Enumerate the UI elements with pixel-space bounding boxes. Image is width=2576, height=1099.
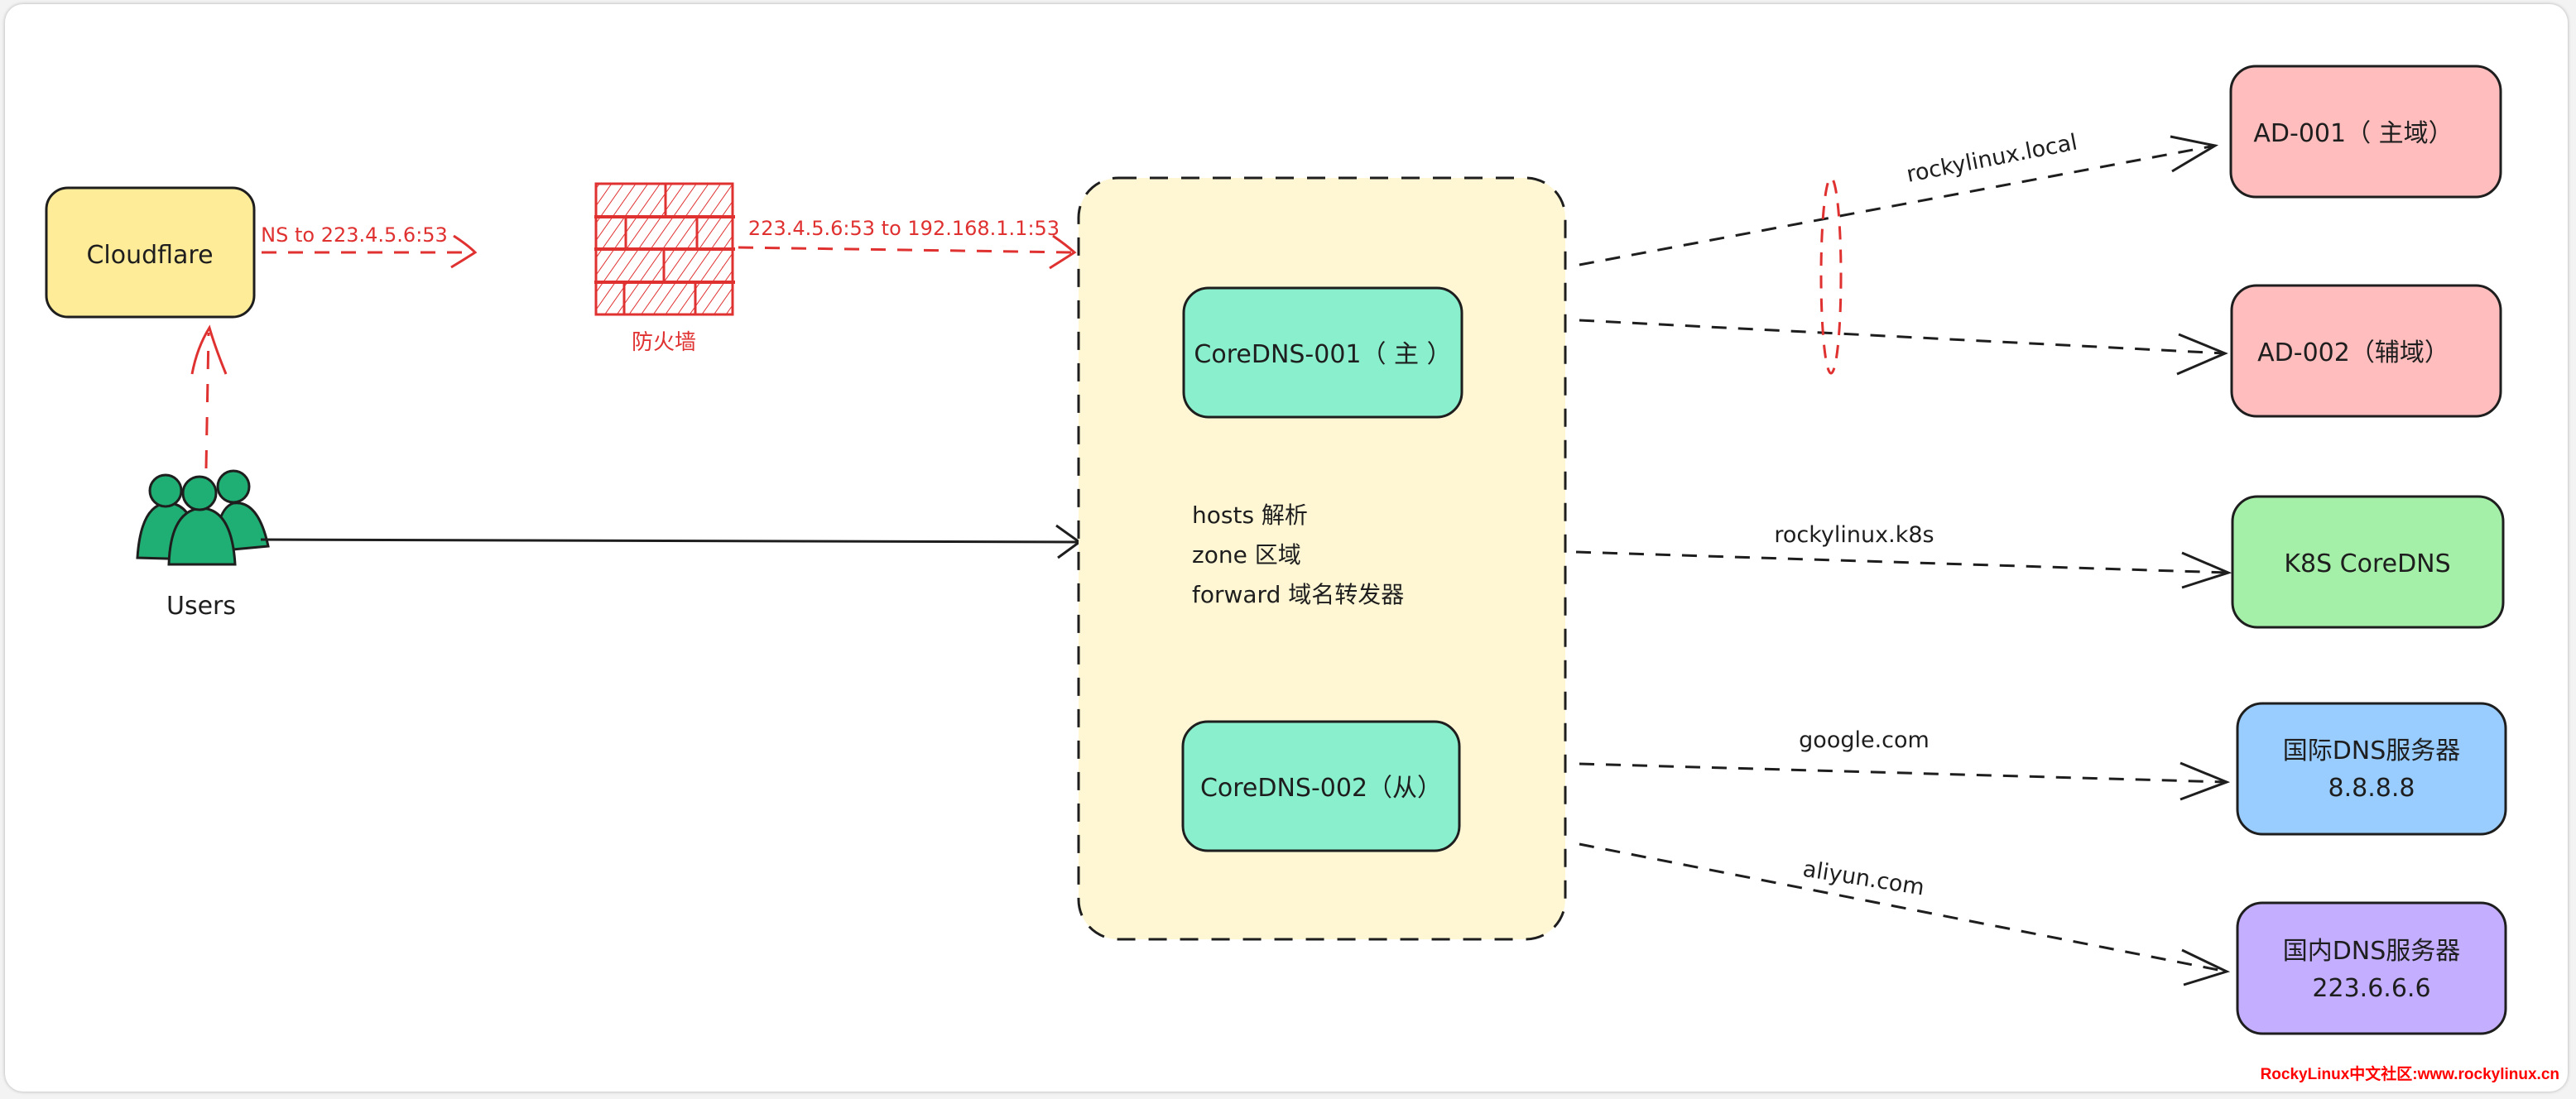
ad-002-node[interactable]: AD-002（辅域） (2230, 284, 2502, 418)
intl-dns-box (2236, 702, 2507, 836)
intl-dns-label: 国际DNS服务器 (2283, 737, 2461, 765)
cloudflare-node[interactable]: Cloudflare (45, 186, 256, 319)
edge-users-to-cluster (260, 524, 1082, 559)
firewall-label: 防火墙 (632, 330, 696, 355)
feature-forward: forward 域名转发器 (1192, 581, 1404, 608)
intl-dns-ip: 8.8.8.8 (2328, 774, 2415, 803)
ad-002-box (2230, 284, 2502, 418)
k8s-coredns-node[interactable]: K8S CoreDNS (2231, 495, 2505, 629)
edge-label-ns: NS to 223.4.5.6:53 (261, 223, 448, 247)
coredns-cluster[interactable]: CoreDNS-001（ 主 ） hosts 解析 zone 区域 forwar… (1077, 176, 1567, 941)
edge-cluster-to-ad001: rockylinux.local (1579, 129, 2219, 266)
edge-cloudflare-to-firewall: NS to 223.4.5.6:53 (261, 223, 478, 269)
coredns-002-box (1181, 720, 1461, 852)
ad-edges-highlight-ellipse (1819, 176, 1843, 375)
firewall-icon (594, 182, 735, 316)
edge-cluster-to-intl: google.com (1579, 727, 2231, 801)
coredns-001-node[interactable]: CoreDNS-001（ 主 ） (1182, 286, 1463, 419)
ad-001-node[interactable]: AD-001（ 主域） (2229, 65, 2502, 199)
cloudflare-box (45, 186, 256, 319)
users-node[interactable]: Users (136, 469, 270, 621)
intl-dns-node[interactable]: 国际DNS服务器 8.8.8.8 (2236, 702, 2507, 836)
coredns-001-label: CoreDNS-001（ 主 ） (1194, 340, 1451, 369)
ad-001-label: AD-001（ 主域） (2253, 119, 2453, 148)
edge-label-rockylinux-k8s: rockylinux.k8s (1774, 522, 1934, 548)
users-icon (136, 469, 270, 566)
edge-label-google: google.com (1799, 727, 1930, 753)
footer-watermark: RockyLinux中文社区:www.rockylinux.cn (2260, 1066, 2559, 1083)
cn-dns-label: 国内DNS服务器 (2283, 937, 2461, 966)
edge-firewall-to-cluster: 223.4.5.6:53 to 192.168.1.1:53 (738, 217, 1077, 270)
coredns-002-node[interactable]: CoreDNS-002（从） (1181, 720, 1461, 852)
edge-cluster-to-cn: aliyun.com (1579, 842, 2231, 986)
cn-dns-ip: 223.6.6.6 (2312, 974, 2430, 1003)
cn-dns-box (2236, 901, 2507, 1035)
cloudflare-label: Cloudflare (86, 241, 213, 270)
edge-cluster-to-ad002 (1579, 319, 2228, 376)
edge-cluster-to-k8s: rockylinux.k8s (1575, 522, 2232, 589)
feature-zone: zone 区域 (1192, 541, 1301, 569)
feature-hosts: hosts 解析 (1192, 502, 1308, 529)
ad-001-box (2229, 65, 2502, 199)
coredns-001-box (1182, 286, 1463, 419)
firewall-node[interactable]: 防火墙 (594, 182, 735, 355)
cn-dns-node[interactable]: 国内DNS服务器 223.6.6.6 (2236, 901, 2507, 1035)
coredns-features: hosts 解析 zone 区域 forward 域名转发器 (1192, 502, 1404, 608)
coredns-002-label: CoreDNS-002（从） (1200, 774, 1442, 803)
edge-users-to-cloudflare (190, 324, 228, 469)
ad-002-label: AD-002（辅域） (2257, 338, 2449, 367)
k8s-coredns-label: K8S CoreDNS (2284, 550, 2450, 578)
k8s-coredns-box (2231, 495, 2505, 629)
edge-label-nat: 223.4.5.6:53 to 192.168.1.1:53 (748, 217, 1060, 240)
edge-label-aliyun: aliyun.com (1801, 857, 1926, 901)
users-label: Users (166, 592, 236, 621)
edge-label-rockylinux-local: rockylinux.local (1905, 129, 2079, 187)
